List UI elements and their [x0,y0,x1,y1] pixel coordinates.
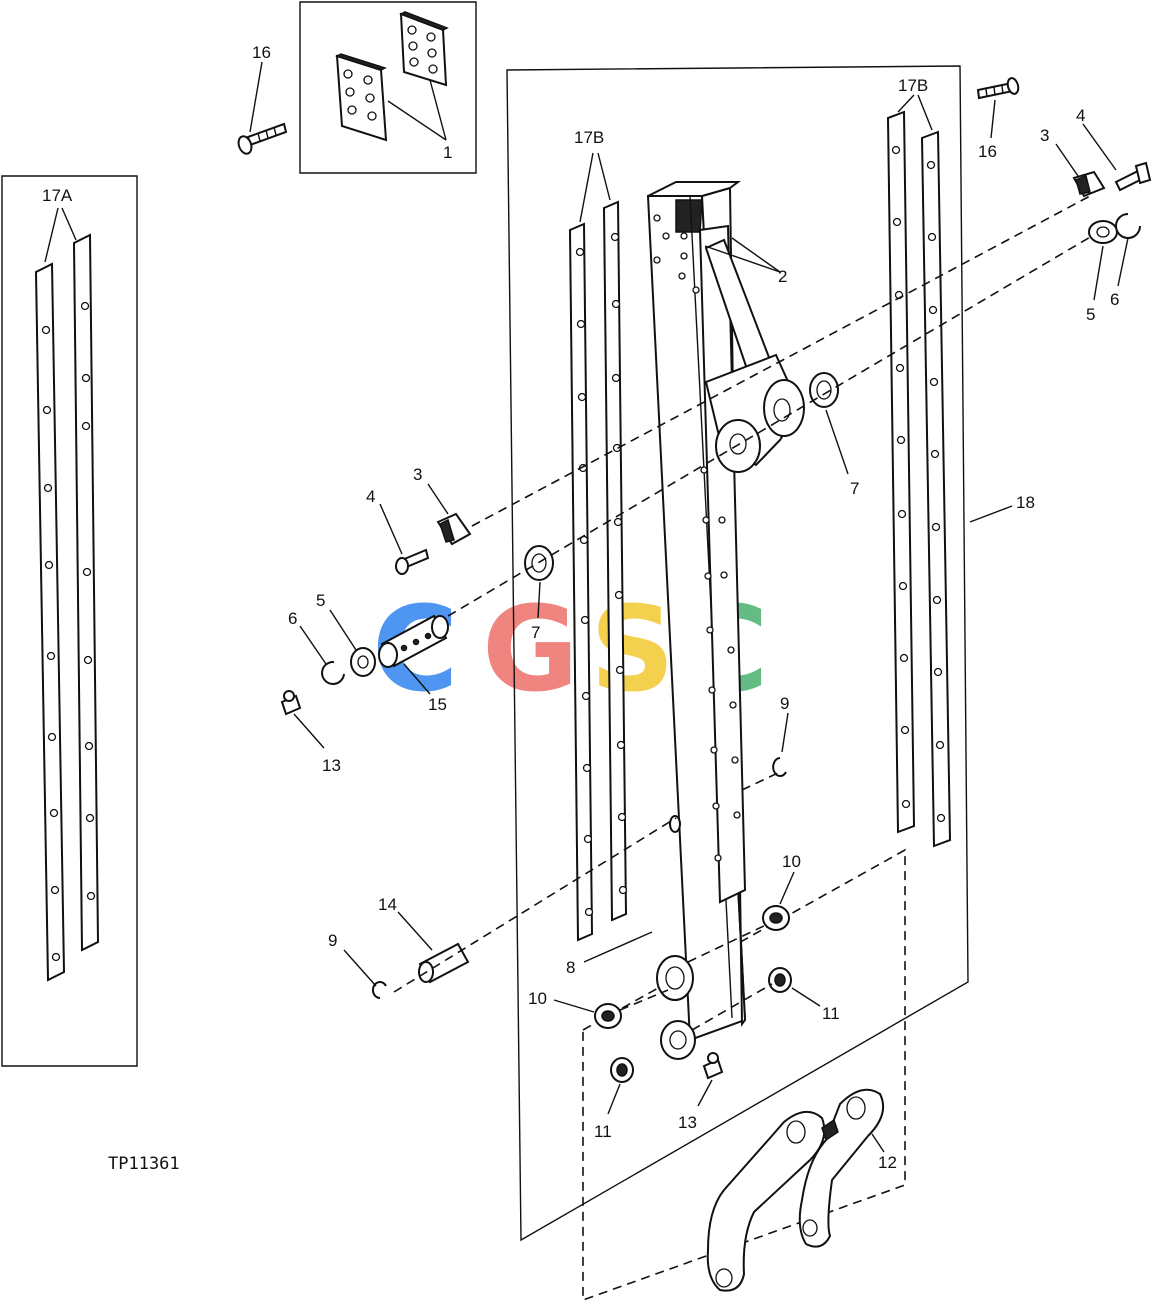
callout-6-left: 6 [288,609,297,628]
retainer-3-right [1072,170,1106,198]
pin-14 [418,942,470,984]
main-assembly-frame [506,65,969,1242]
snap-ring-6-left [321,660,345,685]
clip-9-right [772,757,787,777]
figure-code: TP11361 [108,1154,180,1174]
rail-17b-right-left [886,110,916,834]
callout-10-left: 10 [528,989,547,1008]
washer-5-right [1088,220,1118,244]
callout-3-left: 3 [413,465,422,484]
rail-17b-center-right [602,200,628,922]
callout-5-left: 5 [316,591,325,610]
bushing-10-left [594,1003,622,1029]
bolt-4-left [395,548,430,575]
alignment-lines [393,195,1093,1031]
callout-7-left: 7 [531,623,540,642]
bushing-11-left [610,1057,634,1083]
rail-17b-right-right [920,130,952,848]
lift-bracket [704,238,805,473]
grease-fitting-13-left [280,690,302,716]
callout-13-right: 13 [678,1113,697,1132]
washer-5-left [350,647,376,677]
wear-pad-right [399,11,449,87]
callout-9-left: 9 [328,931,337,950]
callout-14: 14 [378,895,397,914]
callout-17b-right: 17B [898,76,928,95]
rail-17b-center-left [568,222,594,942]
callout-7-right: 7 [850,479,859,498]
callout-16-right: 16 [978,142,997,161]
callout-6-right: 6 [1110,290,1119,309]
bolt-4-right [1114,161,1152,192]
watermark-letter-g: G [482,580,579,718]
pivot-link-12-rear [798,1088,884,1248]
rail-17a-right [72,233,100,952]
callout-4-left: 4 [366,487,375,506]
left-rail-frame [1,175,138,1067]
bushing-10-right [762,905,790,931]
bushing-7-right [809,372,839,408]
callout-10-right: 10 [782,852,801,871]
callout-1: 1 [443,143,452,162]
callout-9-right: 9 [780,694,789,713]
callout-15: 15 [428,695,447,714]
wear-pad-frame [299,1,477,174]
callout-18: 18 [1016,493,1035,512]
callout-17b-center: 17B [574,128,604,147]
rail-17a-left [34,262,66,982]
callout-16-left: 16 [252,43,271,62]
callout-12: 12 [878,1153,897,1172]
callout-11-right: 11 [822,1004,840,1023]
clip-9-left [371,981,387,1000]
bushing-11-right [768,967,792,993]
callout-5-right: 5 [1086,305,1095,324]
callout-4-right: 4 [1076,106,1085,125]
pivot-link-12-front [706,1111,839,1292]
callout-11-left: 11 [594,1122,612,1141]
wear-pad-left [335,53,388,142]
watermark-letter-s: S [590,580,675,718]
callout-8: 8 [566,958,575,977]
callout-2: 2 [778,267,787,286]
pin-15 [378,614,449,668]
pivot-link-frame [582,848,906,1301]
screw-16-left [237,122,288,155]
callout-3-right: 3 [1040,126,1049,145]
retainer-3-left [436,512,472,546]
screw-16-right [976,77,1020,100]
grease-fitting-13-right [702,1052,724,1080]
callout-13-left: 13 [322,756,341,775]
callout-17a: 17A [42,186,73,205]
snap-ring-6-right [1115,213,1141,239]
